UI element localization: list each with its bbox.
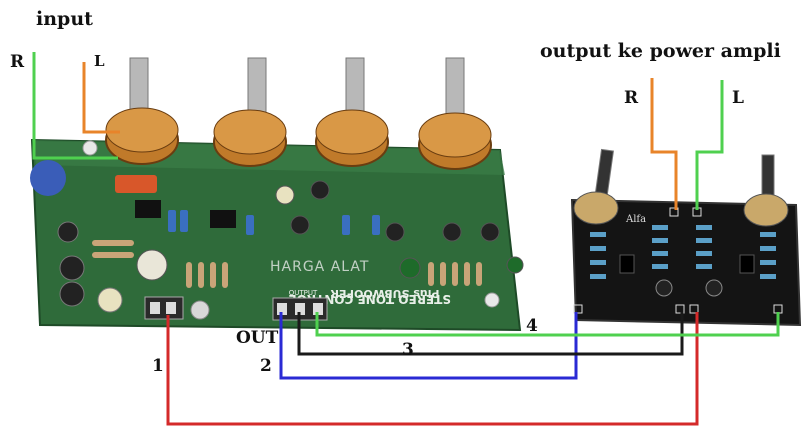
electrolytic-capacitor — [310, 180, 330, 200]
blue-capacitor — [30, 160, 66, 196]
electrolytic-capacitor — [59, 281, 85, 307]
mounting-hole — [190, 300, 210, 320]
wire-3-label: 3 — [402, 340, 414, 360]
tone-control-board: STEREO TONE CONTROL Plus SUBWOOFER HARGA… — [30, 57, 524, 332]
electrolytic-capacitor — [136, 249, 168, 281]
ic-chip — [619, 254, 635, 274]
electrolytic-capacitor — [59, 255, 85, 281]
terminal-pad — [675, 304, 685, 314]
terminal-pin — [277, 303, 287, 315]
terminal-pin — [150, 302, 160, 314]
potentiometer — [573, 148, 619, 225]
wire-4-label: 4 — [526, 316, 538, 336]
terminal-pin — [295, 303, 305, 315]
wire-1-label: 1 — [152, 356, 164, 376]
ic-chip — [135, 200, 161, 218]
ic-chip — [210, 210, 236, 228]
input-r-wire — [32, 52, 118, 160]
input-r-label: R — [10, 52, 25, 72]
wire-4-green — [315, 312, 780, 337]
terminal-pin — [313, 303, 323, 315]
electrolytic-capacitor — [57, 221, 79, 243]
electrolytic-capacitor — [97, 287, 123, 313]
board1-subtitle: Plus SUBWOOFER — [330, 287, 440, 300]
input-l-label: L — [94, 52, 105, 70]
output-r-wire — [650, 78, 678, 210]
electrolytic-capacitor — [705, 279, 723, 297]
electrolytic-capacitor — [506, 256, 524, 274]
output-l-label: L — [732, 88, 744, 108]
electrolytic-capacitor — [385, 222, 405, 242]
terminal-pad — [573, 304, 583, 314]
wire-3-black — [297, 312, 684, 356]
resistor-block — [115, 175, 157, 193]
output-r-label: R — [624, 88, 639, 108]
amp-board: Alfa — [570, 148, 802, 327]
out-label: OUT — [236, 328, 279, 348]
ic-chip — [739, 254, 755, 274]
electrolytic-capacitor — [275, 185, 295, 205]
mounting-hole — [82, 140, 98, 156]
electrolytic-capacitor — [442, 222, 462, 242]
board1-output-text: OUTPUT — [289, 289, 318, 297]
board1-title: STEREO TONE CONTROL — [289, 292, 451, 306]
input-label: input — [36, 8, 93, 30]
potentiometer — [213, 57, 287, 167]
terminal-pad — [669, 207, 679, 217]
input-l-wire — [82, 62, 120, 134]
resistor-array — [590, 225, 776, 279]
electrolytic-capacitor — [399, 257, 421, 279]
terminal-pad — [689, 304, 699, 314]
wire-2-label: 2 — [260, 356, 272, 376]
mounting-hole — [484, 292, 500, 308]
amp-pcb — [570, 198, 802, 327]
potentiometer — [105, 57, 179, 165]
output-title-label: output ke power ampli — [540, 40, 781, 62]
electrolytic-capacitor — [290, 215, 310, 235]
potentiometer — [743, 154, 789, 227]
electrolytic-capacitor — [655, 279, 673, 297]
terminal-pin — [166, 302, 176, 314]
watermark: HARGA ALAT — [270, 259, 369, 275]
wire-2-blue — [279, 312, 578, 380]
board2-brand: Alfa — [625, 214, 646, 225]
resistor-row — [92, 240, 482, 288]
potentiometer — [315, 57, 389, 167]
potentiometer — [418, 57, 492, 170]
output-l-wire — [695, 80, 724, 210]
wire-1-red — [166, 312, 699, 426]
film-capacitor-row — [168, 210, 380, 235]
electrolytic-capacitor — [480, 222, 500, 242]
